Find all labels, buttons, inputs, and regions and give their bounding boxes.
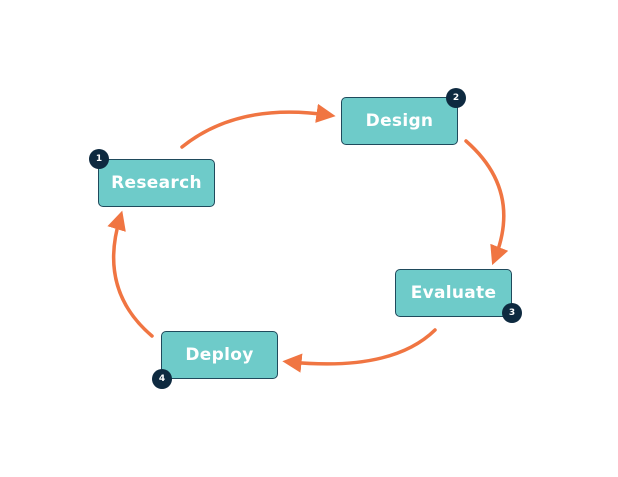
step-box-deploy: Deploy (161, 331, 278, 379)
step-label-research: Research (111, 173, 202, 193)
step-box-research: Research (98, 159, 215, 207)
step-number-badge-2: 2 (446, 88, 466, 108)
step-number-badge-3: 3 (502, 303, 522, 323)
step-label-evaluate: Evaluate (410, 283, 497, 303)
step-box-design: Design (341, 97, 458, 145)
arrow-research-to-design (180, 103, 336, 149)
step-number-badge-1: 1 (89, 149, 109, 169)
arrow-deploy-to-research (107, 210, 154, 338)
step-number-badge-4: 4 (152, 369, 172, 389)
step-box-evaluate: Evaluate (395, 269, 512, 317)
arrow-design-to-evaluate (464, 139, 509, 266)
arrow-evaluate-to-deploy (282, 328, 437, 373)
step-label-design: Design (365, 111, 434, 131)
step-label-deploy: Deploy (185, 345, 254, 365)
